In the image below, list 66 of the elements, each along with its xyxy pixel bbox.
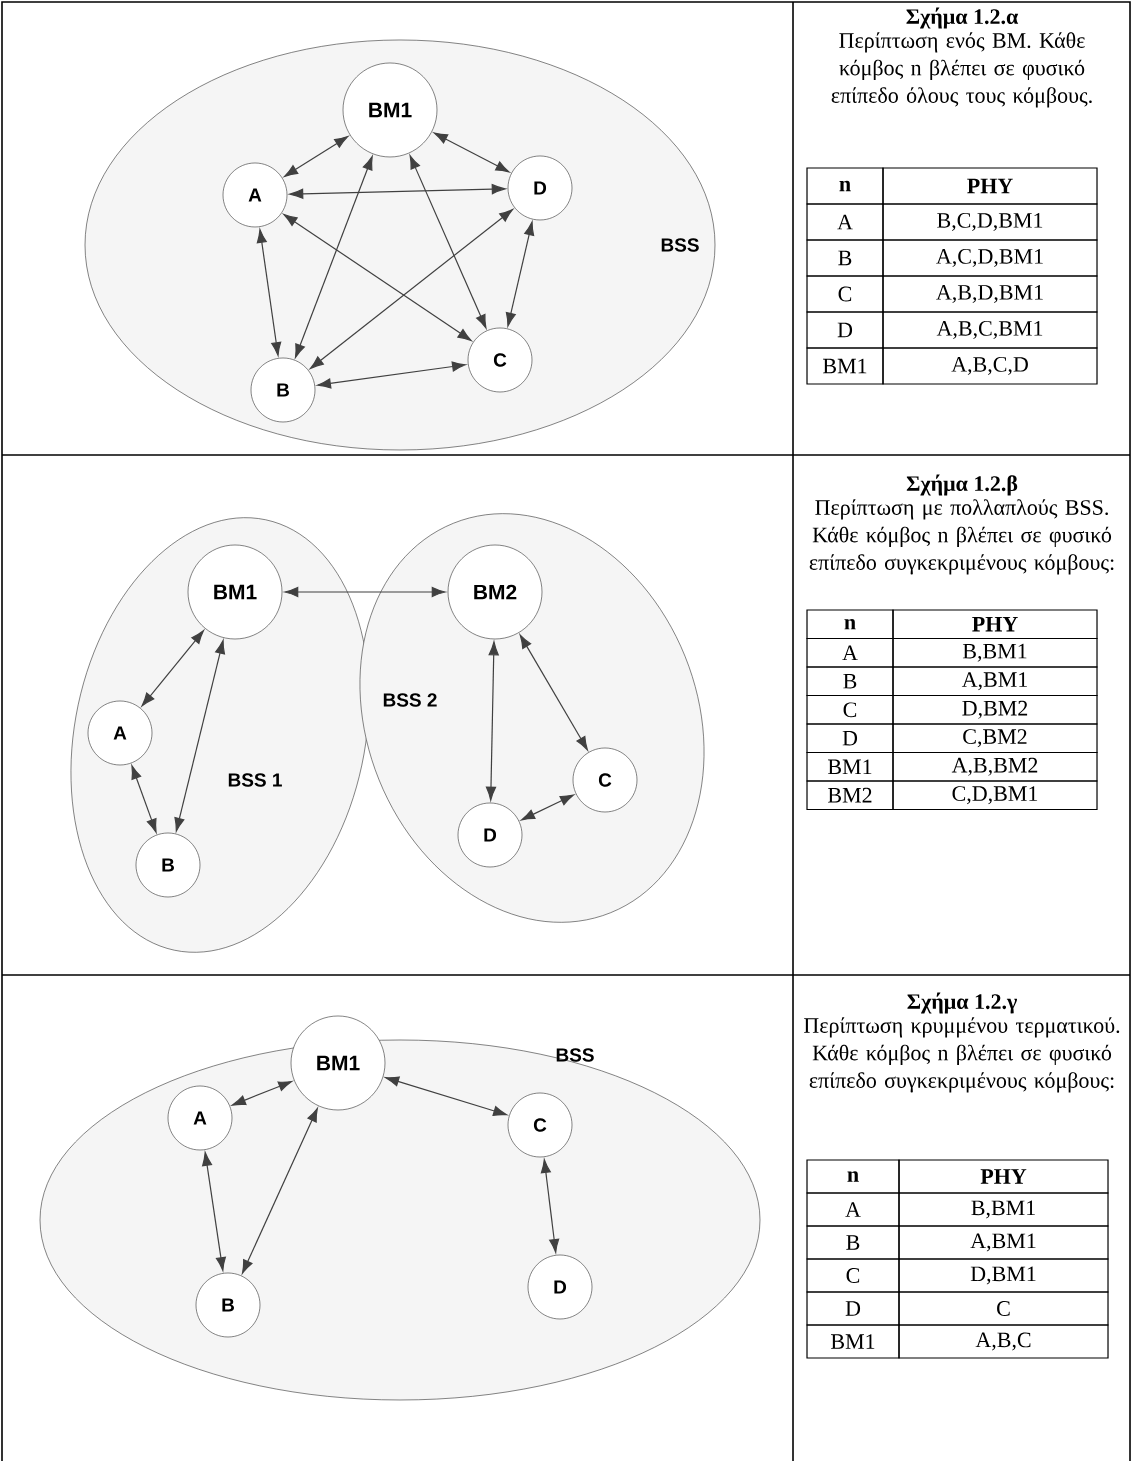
- table-cell: BM1: [806, 347, 884, 385]
- table-cell: C,D,BM1: [892, 780, 1098, 811]
- table-cell: PHY: [892, 609, 1098, 640]
- arrow: [283, 213, 472, 342]
- table-cell: n: [806, 167, 884, 205]
- table-cell: D,BM1: [898, 1258, 1109, 1293]
- table-cell: A,B,D,BM1: [882, 275, 1098, 313]
- arrow: [131, 765, 157, 833]
- table-cell: D: [806, 723, 894, 754]
- caption-heading: Σχήμα 1.2.γ: [907, 992, 1017, 1014]
- arrow: [309, 209, 514, 369]
- arrow: [385, 1076, 508, 1116]
- table-cell: A: [806, 637, 894, 668]
- caption-text: Περίπτωση κρυμμένου τερματικού. Κάθε κόμβος n βλέπει σε φυσικό επίπεδο συγκεκριμένους κόμβους:: [804, 1017, 1120, 1093]
- arrow: [520, 794, 575, 821]
- table-cell: PHY: [882, 167, 1098, 205]
- arrow: [433, 132, 510, 173]
- arrow: [519, 634, 588, 751]
- table-cell: A,B,BM2: [892, 751, 1098, 782]
- caption-text: Περίπτωση με πολλαπλούς BSS. Κάθε κόμβος n βλέπει σε φυσικό επίπεδο συγκεκριμένους κόμβους:: [809, 499, 1114, 575]
- table-cell: A,BM1: [898, 1225, 1109, 1260]
- arrow: [141, 630, 204, 707]
- table-cell: A,BM1: [892, 666, 1098, 697]
- table-cell: D: [806, 1291, 900, 1326]
- table-cell: C,BM2: [892, 723, 1098, 754]
- table-cell: n: [806, 609, 894, 640]
- table-cell: A: [806, 203, 884, 241]
- caption-heading: Σχήμα 1.2.β: [906, 474, 1018, 496]
- arrow: [256, 229, 282, 356]
- table-cell: B: [806, 1225, 900, 1260]
- table-cell: B: [806, 666, 894, 697]
- arrow: [317, 361, 466, 389]
- table-cell: A,B,C,D: [882, 347, 1098, 385]
- table-cell: C: [806, 275, 884, 313]
- arrow: [231, 1080, 293, 1106]
- arrow: [289, 184, 506, 199]
- table-cell: A,C,D,BM1: [882, 239, 1098, 277]
- arrow: [540, 1159, 560, 1253]
- table-cell: C: [806, 1258, 900, 1293]
- arrow: [505, 221, 535, 327]
- table-cell: BM2: [806, 780, 894, 811]
- arrow: [284, 136, 349, 177]
- table-cell: A,B,C: [898, 1324, 1109, 1359]
- arrow: [485, 641, 499, 801]
- arrow: [202, 1152, 226, 1271]
- table-cell: D,BM2: [892, 694, 1098, 725]
- table-cell: B,BM1: [892, 637, 1098, 668]
- table-cell: A: [806, 1192, 900, 1227]
- arrow: [174, 639, 226, 832]
- table-cell: BM1: [806, 1324, 900, 1359]
- table-cell: D: [806, 311, 884, 349]
- table-cell: C: [806, 694, 894, 725]
- table-cell: C: [898, 1291, 1109, 1326]
- table-cell: BM1: [806, 751, 894, 782]
- caption-heading: Σχήμα 1.2.α: [906, 7, 1019, 29]
- table-cell: A,B,C,BM1: [882, 311, 1098, 349]
- table-cell: B,C,D,BM1: [882, 203, 1098, 241]
- table-cell: n: [806, 1159, 900, 1194]
- table-cell: B: [806, 239, 884, 277]
- arrow: [294, 156, 373, 358]
- arrow: [241, 1107, 318, 1274]
- arrow: [409, 155, 487, 329]
- table-cell: B,BM1: [898, 1192, 1109, 1227]
- table-cell: PHY: [898, 1159, 1109, 1194]
- caption-text: Περίπτωση ενός BM. Κάθε κόμβος n βλέπει σε φυσικό επίπεδο όλους τους κόμβους.: [831, 32, 1092, 108]
- arrow: [284, 586, 446, 598]
